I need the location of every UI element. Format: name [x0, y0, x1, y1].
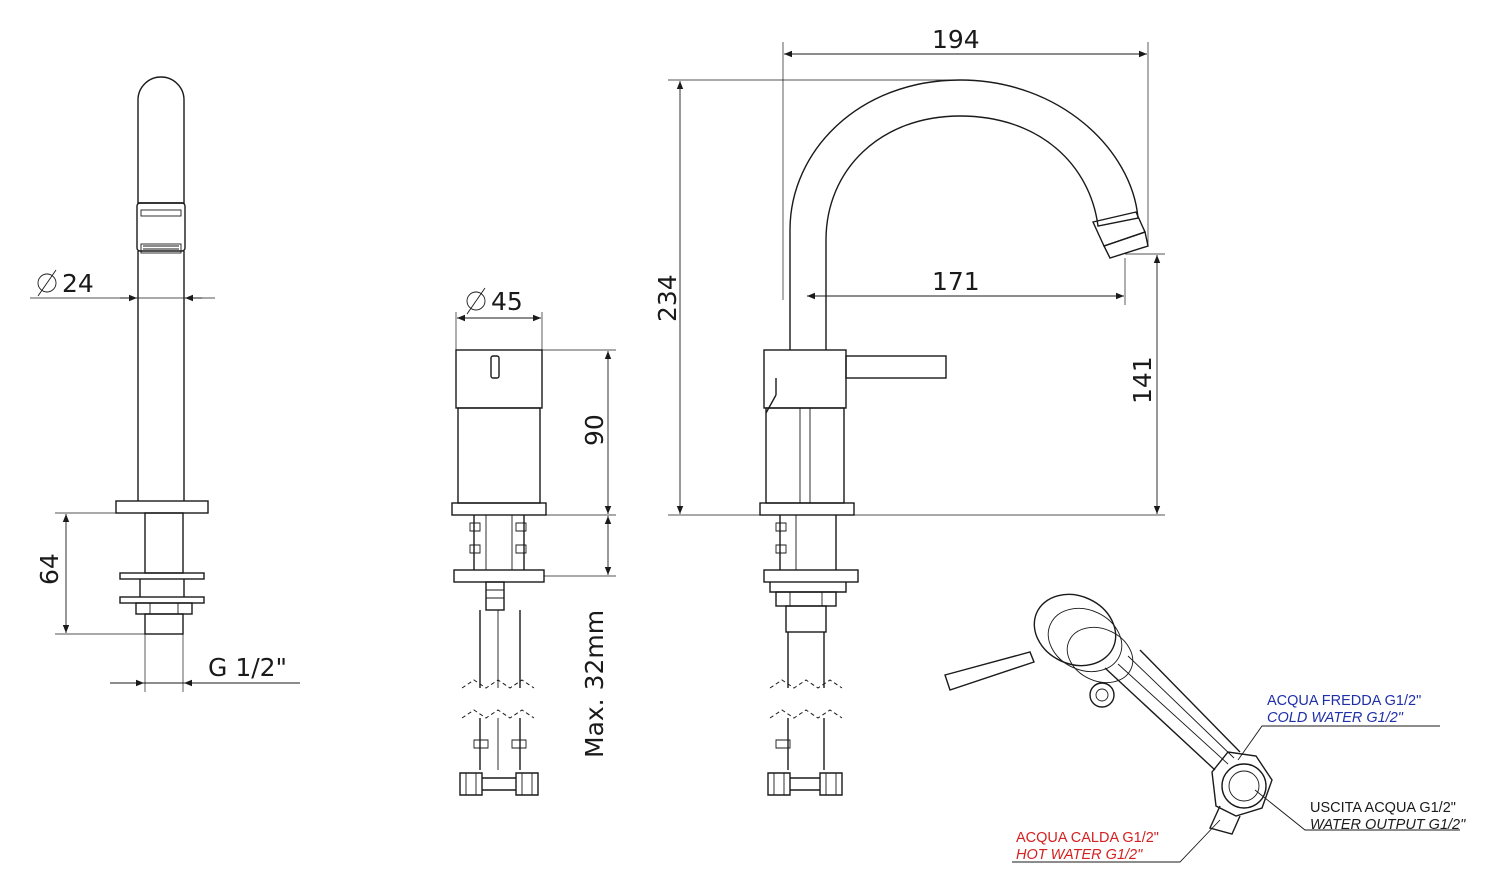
handle-diameter-dimension: 45 [455, 287, 543, 350]
water-output-callout: USCITA ACQUA G1/2" WATER OUTPUT G1/2" [1254, 789, 1466, 833]
water-output-label-it: USCITA ACQUA G1/2" [1310, 800, 1456, 816]
dim-total-reach: 194 [932, 25, 980, 54]
total-reach-dimension: 194 [782, 25, 1149, 300]
dim-spout-diameter: 24 [62, 269, 94, 298]
max-deck-thickness-dimension: Max. 32mm [544, 516, 616, 758]
cold-water-label-en: COLD WATER G1/2" [1267, 710, 1404, 726]
hot-water-callout: ACQUA CALDA G1/2" HOT WATER G1/2" [1012, 819, 1221, 863]
dim-spout-thread: G 1/2" [208, 653, 287, 682]
dim-handle-height: 90 [580, 414, 609, 446]
spout-diameter-dimension: 24 [30, 269, 215, 302]
water-output-label-en: WATER OUTPUT G1/2" [1310, 817, 1466, 833]
hot-water-label-en: HOT WATER G1/2" [1016, 847, 1143, 863]
dim-total-height: 234 [653, 274, 682, 322]
dim-spout-height-below-deck: 64 [35, 553, 64, 585]
cold-water-label-it: ACQUA FREDDA G1/2" [1267, 693, 1421, 709]
handle-side-view [451, 349, 547, 796]
spout-height-below-deck-dimension: 64 [35, 512, 145, 635]
dim-spout-reach: 171 [932, 267, 980, 296]
spout-front-view [115, 76, 209, 635]
dim-spout-outlet-height: 141 [1128, 356, 1157, 404]
cold-water-callout: ACQUA FREDDA G1/2" COLD WATER G1/2" [1237, 693, 1440, 761]
dim-max-deck-thickness: Max. 32mm [580, 610, 609, 758]
spout-reach-dimension: 171 [807, 258, 1126, 305]
total-height-dimension: 234 [653, 79, 1165, 516]
handle-height-dimension: 90 [542, 349, 616, 516]
spout-outlet-height-dimension: 141 [1125, 253, 1165, 514]
hot-water-label-it: ACQUA CALDA G1/2" [1016, 830, 1159, 846]
mixer-side-view [759, 79, 1149, 796]
dim-handle-diameter: 45 [491, 287, 523, 316]
connections-isometric-view [944, 593, 1273, 835]
spout-thread-dimension: G 1/2" [110, 634, 300, 692]
